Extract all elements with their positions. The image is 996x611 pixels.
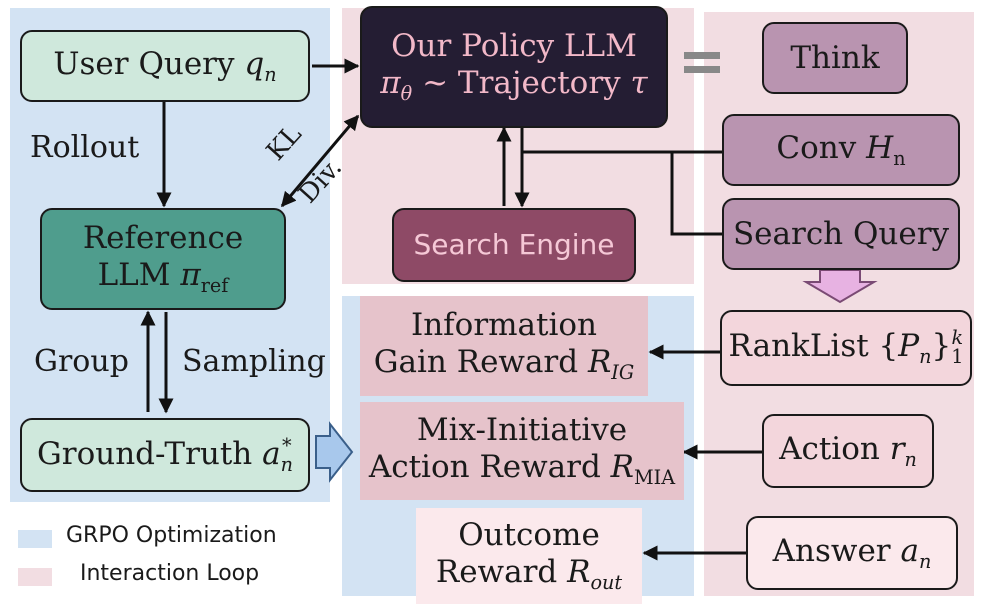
- ground-truth-sub: n: [280, 453, 293, 477]
- ranklist-text: RankList {: [728, 327, 899, 364]
- search-engine-label: Search Engine: [413, 228, 615, 262]
- right-arrow-groundtruth: [315, 421, 354, 483]
- mia-line1: Mix-Initiative: [416, 412, 628, 449]
- legend-label-grpo: GRPO Optimization: [66, 523, 277, 548]
- search-query-label: Search Query: [732, 215, 950, 252]
- answer-text: Answer: [772, 532, 901, 569]
- search-engine-box: Search Engine: [392, 208, 636, 282]
- think-label: Think: [790, 39, 880, 76]
- line-branch-to-search-query: [670, 152, 722, 236]
- ground-truth-sup: *: [282, 433, 292, 457]
- conv-text: Conv: [776, 129, 867, 166]
- outcome-line1: Outcome: [458, 517, 600, 554]
- conv-box: Conv Hn: [722, 114, 960, 186]
- reference-var: π: [180, 256, 201, 293]
- ranklist-sub2: 1: [951, 345, 964, 369]
- answer-box: Answer an: [746, 516, 958, 590]
- info-gain-sub: IG: [611, 361, 635, 385]
- reference-llm-box: Reference LLM πref: [40, 208, 286, 310]
- user-query-text: User Query: [53, 45, 245, 82]
- answer-var: a: [900, 532, 919, 569]
- mia-reward-box: Mix-Initiative Action Reward RMIA: [360, 402, 684, 500]
- search-query-box: Search Query: [722, 198, 960, 270]
- ground-truth-text: Ground-Truth: [37, 435, 263, 472]
- action-var: r: [889, 430, 905, 467]
- reference-sub: ref: [200, 274, 229, 298]
- ranklist-sub: n: [919, 344, 932, 368]
- user-query-sub: n: [264, 62, 277, 86]
- outcome-line2: Reward: [435, 553, 568, 590]
- policy-sub: θ: [400, 82, 413, 106]
- arrow-kl-divergence: [280, 114, 360, 208]
- outcome-var: R: [567, 553, 591, 590]
- info-gain-var: R: [587, 343, 612, 380]
- outcome-reward-box: Outcome Reward Rout: [416, 508, 642, 604]
- user-query-var: q: [244, 45, 265, 82]
- legend-swatch-interaction: [18, 568, 52, 586]
- policy-llm-box: Our Policy LLM πθ ~ Trajectory τ: [360, 6, 668, 128]
- action-box: Action rn: [762, 414, 934, 488]
- ground-truth-box: Ground-Truth a*n: [20, 418, 310, 492]
- ranklist-close: }: [931, 327, 952, 364]
- action-text: Action: [779, 430, 890, 467]
- policy-line1: Our Policy LLM: [391, 28, 637, 65]
- reference-line1: Reference: [82, 220, 244, 257]
- conv-var: H: [866, 129, 894, 166]
- ranklist-var: P: [898, 327, 920, 364]
- info-gain-line1: Information: [410, 307, 598, 344]
- info-gain-line2: Gain Reward: [373, 343, 588, 380]
- policy-tau: τ: [630, 64, 648, 101]
- reference-line2: LLM: [97, 256, 181, 293]
- answer-sub: n: [918, 549, 932, 573]
- down-arrow-rank: [802, 269, 878, 304]
- interaction-region-right: [704, 12, 974, 596]
- action-sub: n: [904, 447, 917, 471]
- user-query-box: User Query qn: [20, 30, 310, 102]
- info-gain-reward-box: Information Gain Reward RIG: [360, 296, 648, 396]
- outcome-sub: out: [590, 571, 623, 595]
- think-box: Think: [762, 22, 908, 94]
- ground-truth-var: a: [262, 435, 281, 472]
- conv-sub: n: [893, 146, 906, 170]
- equals-sign: [684, 52, 720, 73]
- rollout-label: Rollout: [30, 130, 140, 165]
- policy-rest: ~ Trajectory: [412, 64, 631, 101]
- ranklist-sup: k: [951, 325, 964, 349]
- policy-var: π: [380, 64, 401, 101]
- sampling-label: Sampling: [182, 344, 326, 379]
- legend-label-interaction: Interaction Loop: [80, 561, 260, 586]
- legend-swatch-grpo: [18, 530, 52, 548]
- mia-line2: Action Reward: [368, 448, 611, 485]
- mia-var: R: [610, 448, 635, 485]
- group-label: Group: [34, 344, 129, 379]
- mia-sub: MIA: [634, 466, 676, 490]
